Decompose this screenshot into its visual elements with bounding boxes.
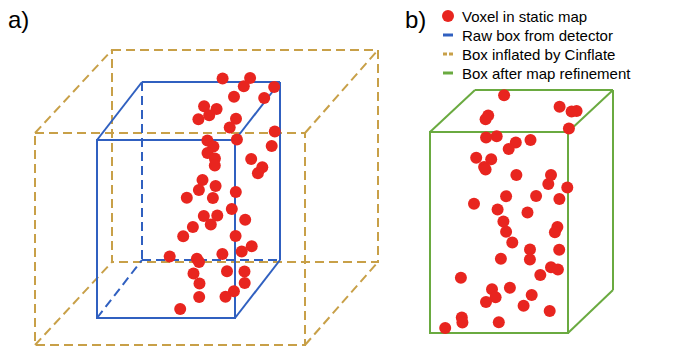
panel-label: a) — [8, 6, 29, 34]
voxel-dot — [553, 193, 565, 205]
voxel-dot — [205, 218, 217, 230]
inflated-box — [35, 50, 378, 345]
voxel-dot — [497, 215, 509, 227]
panel-label: b) — [405, 6, 426, 34]
legend-text: Voxel in static map — [462, 8, 587, 25]
voxel-dot — [269, 125, 281, 137]
raw-box — [97, 82, 280, 318]
voxel-dot — [470, 152, 482, 164]
voxel-dot — [224, 122, 236, 134]
voxel-dot — [526, 289, 538, 301]
legend-swatch — [440, 8, 456, 24]
voxel-dot — [455, 272, 467, 284]
legend-text: Box inflated by Cinflate — [462, 46, 615, 63]
voxel-dot — [522, 207, 534, 219]
voxel-dot — [554, 101, 566, 113]
voxel-dot — [506, 236, 518, 248]
voxel-dot — [266, 140, 278, 152]
voxel-dot — [188, 267, 200, 279]
voxel-dot — [563, 123, 575, 135]
voxel-dot — [217, 73, 229, 85]
voxel-dot — [226, 203, 238, 215]
voxel-cloud — [164, 72, 583, 334]
voxel-dot — [504, 282, 516, 294]
voxel-dot — [534, 269, 546, 281]
voxel-dot — [268, 81, 280, 93]
voxel-dot — [510, 169, 522, 181]
voxel-dot — [193, 291, 205, 303]
voxel-dot — [544, 305, 556, 317]
voxel-dot — [174, 303, 186, 315]
voxel-dot — [480, 163, 492, 175]
voxel-dot — [193, 184, 205, 196]
voxel-dot — [221, 265, 233, 277]
voxel-dot — [491, 130, 503, 142]
legend-row: Voxel in static map — [440, 6, 587, 26]
voxel-dot — [503, 143, 515, 155]
voxel-dot — [164, 251, 176, 263]
voxel-dot — [553, 244, 565, 256]
legend-line-sample — [440, 65, 456, 81]
voxel-dot — [480, 113, 492, 125]
voxel-dot — [530, 190, 542, 202]
voxel-dot — [193, 256, 205, 268]
voxel-dot — [518, 300, 530, 312]
voxel-dot — [228, 91, 240, 103]
voxel-dot — [203, 109, 215, 121]
voxel-dot — [239, 277, 251, 289]
voxel-dot — [230, 230, 242, 242]
voxel-dot — [239, 214, 251, 226]
voxel-dot — [495, 253, 507, 265]
voxel-dot — [498, 89, 510, 101]
voxel-dot — [209, 160, 221, 172]
voxel-dot — [220, 291, 232, 303]
voxel-dot — [230, 186, 242, 198]
voxel-dot — [194, 278, 206, 290]
legend-text: Raw box from detector — [462, 27, 613, 44]
voxel-dot — [524, 254, 536, 266]
voxel-dot — [238, 80, 250, 92]
voxel-dot — [210, 180, 222, 192]
voxel-dot — [181, 192, 193, 204]
voxel-dot — [549, 226, 561, 238]
voxel-dot — [480, 132, 492, 144]
voxel-dot — [177, 230, 189, 242]
voxel-dot — [552, 263, 564, 275]
voxel-dot — [187, 221, 199, 233]
voxel-dot — [439, 322, 451, 334]
voxel-dot — [493, 316, 505, 328]
voxel-dot — [236, 245, 248, 257]
legend-row: Box after map refinement — [440, 63, 630, 83]
voxel-dot — [207, 192, 219, 204]
legend-text: Box after map refinement — [462, 65, 630, 82]
voxel-dot — [239, 266, 251, 278]
voxel-dot — [456, 316, 468, 328]
voxel-dot — [258, 92, 270, 104]
voxel-dot — [542, 178, 554, 190]
refined-box — [430, 90, 613, 333]
voxel-dot — [566, 105, 578, 117]
voxel-dot — [245, 153, 257, 165]
legend-line-sample — [440, 27, 456, 43]
voxel-dot — [492, 204, 504, 216]
voxel-dot — [561, 182, 573, 194]
voxel-dot — [480, 296, 492, 308]
voxel-dot — [231, 134, 243, 146]
legend-line-sample — [440, 46, 456, 62]
voxel-dot — [216, 248, 228, 260]
legend-row: Raw box from detector — [440, 25, 613, 45]
voxel-dot — [192, 113, 204, 125]
legend-row: Box inflated by Cinflate — [440, 44, 615, 64]
voxel-dot — [500, 190, 512, 202]
voxel-dot — [468, 198, 480, 210]
voxel-dot — [525, 134, 537, 146]
voxel-dot — [500, 226, 512, 238]
voxel-dot — [252, 167, 264, 179]
